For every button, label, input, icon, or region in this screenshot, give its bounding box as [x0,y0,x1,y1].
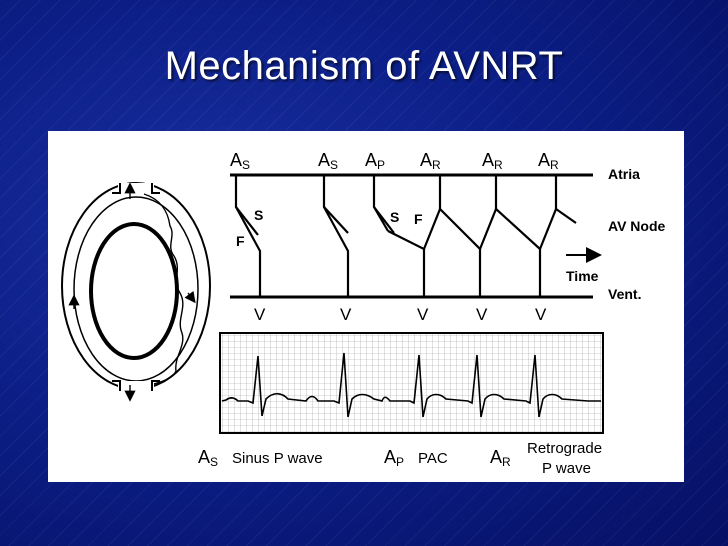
fast-path-label-1: F [236,233,245,249]
avnrt-diagram: AS AS AP AR AR AR S F S F V V V V V Atri… [61,150,666,477]
legend-retro-text-line2: P wave [542,460,591,477]
svg-text:V: V [254,305,266,324]
legend-sinus-text: Sinus P wave [232,450,323,467]
legend-retro-text-line1: Retrograde [527,440,602,457]
atria-label: Atria [608,166,640,182]
avnrt-figure: AS AS AP AR AR AR S F S F V V V V V Atri… [48,131,684,482]
ladder-diagram: AS AS AP AR AR AR S F S F V V V V V Atri… [230,150,666,324]
slow-path-label-1: S [254,207,263,223]
vent-label: Vent. [608,286,641,302]
svg-text:V: V [535,305,547,324]
svg-text:AS: AS [230,150,250,172]
legend-pac-text: PAC [418,450,448,467]
legend-pac-symbol: AP [384,447,404,469]
av-node-label: AV Node [608,218,666,234]
svg-text:V: V [417,305,429,324]
svg-text:AR: AR [538,150,559,172]
atrial-event-labels: AS AS AP AR AR AR [230,150,559,172]
svg-text:AR: AR [482,150,503,172]
slide-title: Mechanism of AVNRT [164,44,564,88]
svg-text:V: V [340,305,352,324]
reentry-ring-schematic [61,182,211,402]
slow-path-label-2: S [390,209,399,225]
time-label: Time [566,268,599,284]
fast-path-label-2: F [414,211,423,227]
legend-retro-symbol: AR [490,447,511,469]
svg-text:AP: AP [365,150,385,172]
ecg-strip [219,332,604,434]
legend-sinus-symbol: AS [198,447,218,469]
svg-text:AR: AR [420,150,441,172]
ventricular-event-labels: V V V V V [254,305,547,324]
svg-text:V: V [476,305,488,324]
legend: AS Sinus P wave AP PAC AR Retrograde P w… [198,440,602,477]
conduction-paths [234,175,577,297]
svg-text:AS: AS [318,150,338,172]
